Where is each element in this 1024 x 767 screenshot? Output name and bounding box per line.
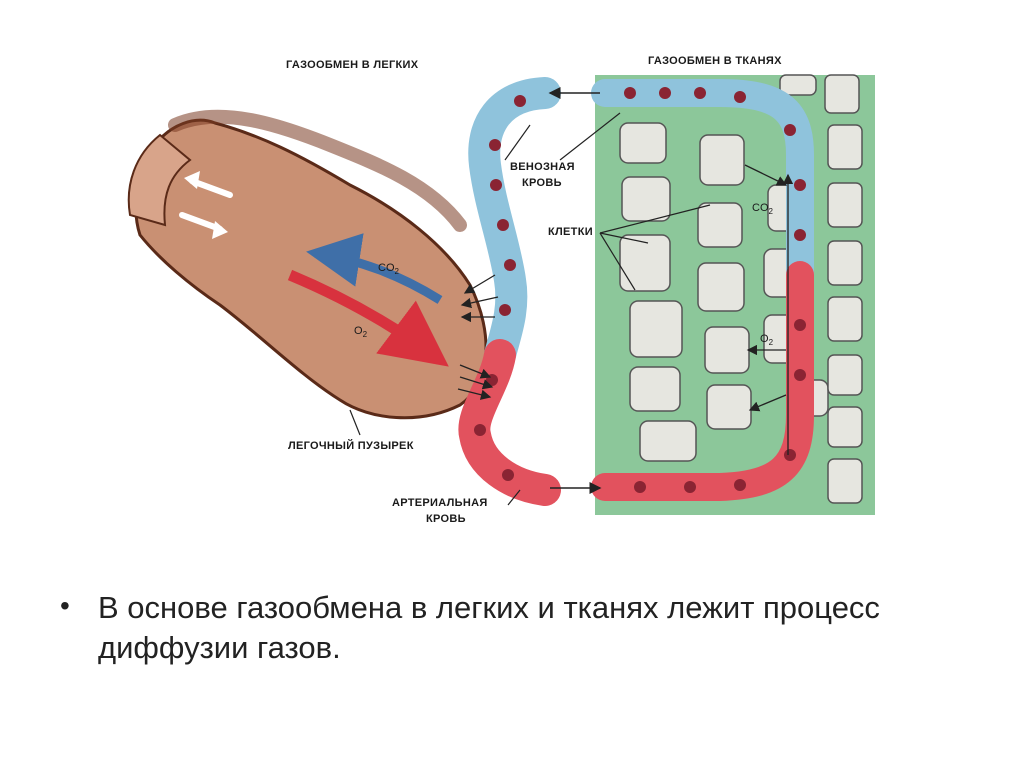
bronchiole-wall — [168, 109, 467, 232]
tissue-diffusion-arrows — [744, 164, 794, 455]
label-venous-line1: ВЕНОЗНАЯ — [510, 161, 575, 173]
co2-flow-arrow — [306, 233, 443, 304]
title-lungs: ГАЗООБМЕН В ЛЕГКИХ — [286, 59, 419, 71]
label-cells: КЛЕТКИ — [548, 226, 593, 238]
o2-flow-arrow — [287, 269, 449, 367]
airflow-arrows — [179, 178, 233, 232]
bullet-text: В основе газообмена в легких и тканях ле… — [98, 590, 880, 665]
tissue-capillary-arterial — [591, 261, 814, 501]
label-arterial-line2: КРОВЬ — [426, 513, 466, 525]
label-venous-line2: КРОВЬ — [522, 177, 562, 189]
lung-diffusion-arrows — [457, 274, 499, 400]
gas-exchange-illustration: ГАЗООБМЕН В ЛЕГКИХ ГАЗООБМЕН В ТКАНЯХ ВЕ… — [127, 55, 875, 525]
lung-capillary-venous — [468, 77, 561, 371]
airway-opening — [127, 133, 192, 227]
label-alveolus: ЛЕГОЧНЫЙ ПУЗЫРЕК — [288, 439, 414, 452]
tissue-capillary-venous — [591, 79, 814, 289]
tissue-cells — [619, 74, 863, 504]
airflow-arrowhead-in — [212, 221, 228, 239]
co2-label-alveolus: CO2 — [378, 262, 400, 276]
o2-label-alveolus: O2 — [354, 325, 368, 339]
o2-label-tissue: O2 — [760, 333, 774, 347]
title-tissues: ГАЗООБМЕН В ТКАНЯХ — [648, 55, 782, 67]
bullet-marker: • — [60, 590, 70, 621]
alveolus — [134, 118, 488, 420]
label-arterial-line1: АРТЕРИАЛЬНАЯ — [392, 497, 488, 509]
red-blood-cells — [474, 87, 806, 493]
co2-label-tissue: CO2 — [752, 202, 774, 216]
gas-exchange-figure: ГАЗООБМЕН В ЛЕГКИХ ГАЗООБМЕН В ТКАНЯХ ВЕ… — [100, 35, 890, 550]
label-leader-lines — [349, 112, 711, 506]
airflow-arrowhead-out — [184, 171, 200, 189]
